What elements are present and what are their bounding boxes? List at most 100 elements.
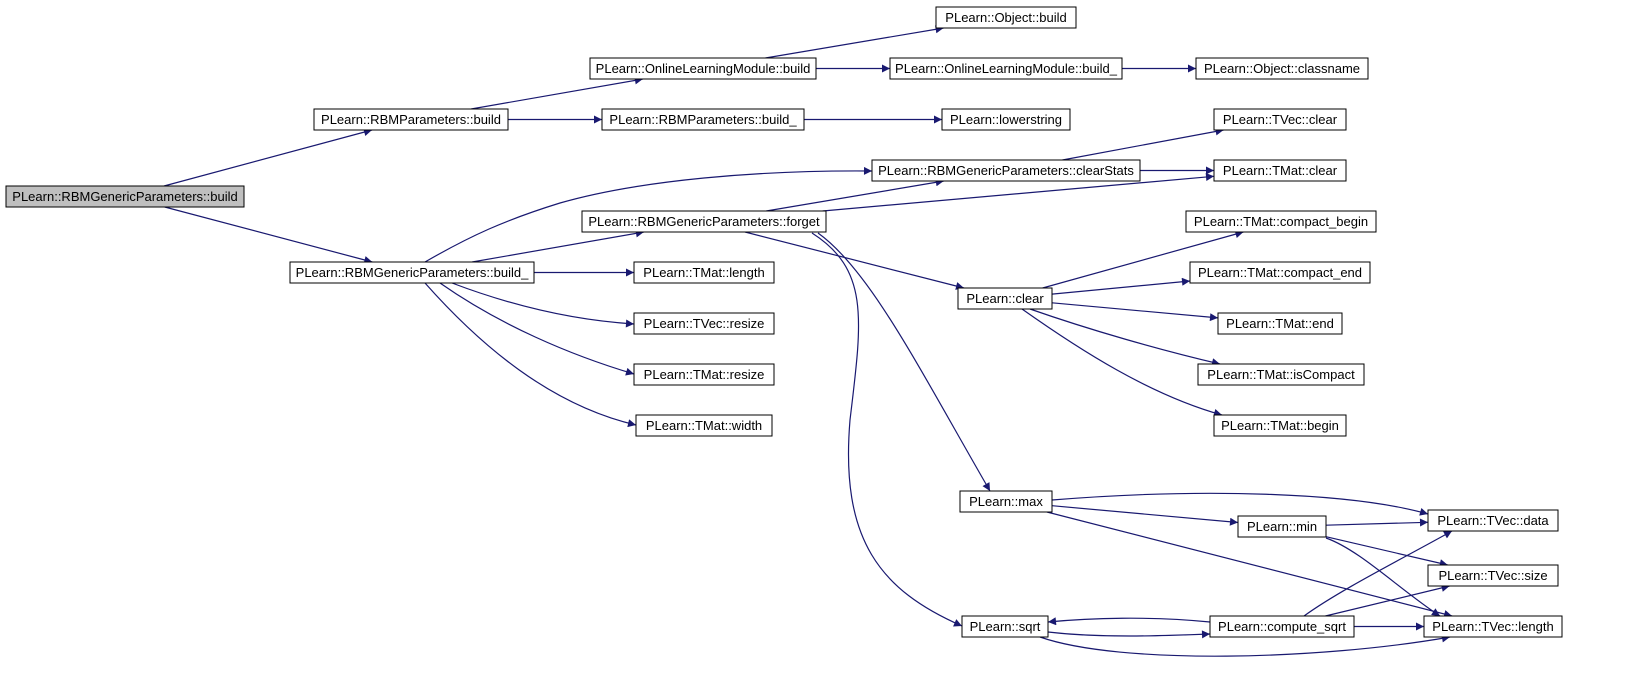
node-tmat-iscompact[interactable]: PLearn::TMat::isCompact — [1197, 363, 1365, 386]
node-root[interactable]: PLearn::RBMGenericParameters::build — [5, 185, 245, 208]
node-tmat-compact-end[interactable]: PLearn::TMat::compact_end — [1189, 261, 1371, 284]
edge-gbuild_-to-tmat_resize — [439, 282, 635, 376]
edge-gbuild_-to-clearstats — [424, 166, 873, 263]
nodes: PLearn::RBMGenericParameters::buildPLear… — [5, 6, 1563, 638]
node-tmat-clear[interactable]: PLearn::TMat::clear — [1213, 159, 1347, 182]
edge-psqrt-to-compute_sqrt — [1047, 630, 1211, 639]
node-box[interactable] — [633, 261, 775, 284]
node-tmat-length[interactable]: PLearn::TMat::length — [633, 261, 775, 284]
node-forget[interactable]: PLearn::RBMGenericParameters::forget — [581, 210, 827, 233]
node-box[interactable] — [961, 615, 1049, 638]
edge-psqrt-to-tvec_length — [1039, 634, 1451, 657]
node-box[interactable] — [633, 312, 775, 335]
node-label: PLearn::Object::build — [945, 10, 1066, 25]
node-tvec-resize[interactable]: PLearn::TVec::resize — [633, 312, 775, 335]
node-box[interactable] — [1197, 363, 1365, 386]
node-tmat-resize[interactable]: PLearn::TMat::resize — [633, 363, 775, 386]
node-box[interactable] — [1185, 210, 1377, 233]
node-olm-build[interactable]: PLearn::OnlineLearningModule::build — [589, 57, 817, 80]
node-box[interactable] — [1189, 261, 1371, 284]
node-box[interactable] — [1237, 515, 1327, 538]
node-box[interactable] — [1195, 57, 1369, 80]
node-label: PLearn::TMat::length — [643, 265, 764, 280]
node-label: PLearn::TMat::compact_end — [1198, 265, 1362, 280]
node-obj-classname[interactable]: PLearn::Object::classname — [1195, 57, 1369, 80]
node-olm-build-[interactable]: PLearn::OnlineLearningModule::build_ — [889, 57, 1123, 80]
edge-compute_sqrt-to-tvec_size — [1325, 583, 1450, 617]
node-box[interactable] — [313, 108, 509, 131]
edge-gbuild_-to-tmat_width — [424, 282, 637, 428]
edge-clearstats-to-tvec_clear — [1062, 127, 1224, 161]
edge-root-to-rbmp_build — [163, 128, 373, 187]
node-box[interactable] — [1427, 509, 1559, 532]
edge-pmin-to-tvec_data — [1325, 518, 1429, 527]
edge-olm_build-to-obj_build — [765, 25, 944, 59]
node-label: PLearn::RBMParameters::build — [321, 112, 501, 127]
node-box[interactable] — [889, 57, 1123, 80]
node-box[interactable] — [1217, 312, 1343, 335]
edge-pclear-to-tmat_begin — [1021, 308, 1223, 417]
node-pmax[interactable]: PLearn::max — [959, 490, 1053, 513]
node-box[interactable] — [935, 6, 1077, 29]
node-box[interactable] — [1423, 615, 1563, 638]
edge-gbuild_-to-tvec_resize — [451, 282, 635, 328]
node-box[interactable] — [589, 57, 817, 80]
node-box[interactable] — [1213, 159, 1347, 182]
node-label: PLearn::TVec::data — [1437, 513, 1549, 528]
node-label: PLearn::TMat::resize — [644, 367, 765, 382]
node-label: PLearn::TMat::width — [646, 418, 762, 433]
node-box[interactable] — [941, 108, 1071, 131]
node-pclear[interactable]: PLearn::clear — [957, 287, 1053, 310]
node-box[interactable] — [633, 363, 775, 386]
node-label: PLearn::compute_sqrt — [1218, 619, 1346, 634]
node-box[interactable] — [959, 490, 1053, 513]
node-label: PLearn::RBMGenericParameters::clearStats — [878, 163, 1134, 178]
node-tvec-size[interactable]: PLearn::TVec::size — [1427, 564, 1559, 587]
edge-pclear-to-tmat_iscompact — [1029, 308, 1221, 367]
node-label: PLearn::OnlineLearningModule::build_ — [895, 61, 1118, 76]
edge-pmin-to-tvec_length — [1325, 537, 1441, 617]
node-label: PLearn::RBMGenericParameters::build_ — [296, 265, 529, 280]
node-pmin[interactable]: PLearn::min — [1237, 515, 1327, 538]
node-rbmp-build[interactable]: PLearn::RBMParameters::build — [313, 108, 509, 131]
node-rbmp-build-[interactable]: PLearn::RBMParameters::build_ — [601, 108, 805, 131]
node-tmat-begin[interactable]: PLearn::TMat::begin — [1213, 414, 1347, 437]
node-box[interactable] — [289, 261, 535, 284]
node-box[interactable] — [1213, 108, 1347, 131]
node-box[interactable] — [1213, 414, 1347, 437]
node-box[interactable] — [871, 159, 1141, 182]
edge-pclear-to-tmat_compact_begin — [1042, 230, 1244, 289]
edge-forget-to-clearstats — [766, 178, 944, 212]
edge-pclear-to-tmat_end — [1051, 302, 1219, 322]
edge-forget-to-tmat_clear — [822, 173, 1215, 212]
node-box[interactable] — [601, 108, 805, 131]
node-label: PLearn::sqrt — [970, 619, 1041, 634]
node-tvec-clear[interactable]: PLearn::TVec::clear — [1213, 108, 1347, 131]
node-box[interactable] — [1209, 615, 1355, 638]
node-tmat-end[interactable]: PLearn::TMat::end — [1217, 312, 1343, 335]
node-label: PLearn::TMat::begin — [1221, 418, 1339, 433]
node-gbuild-[interactable]: PLearn::RBMGenericParameters::build_ — [289, 261, 535, 284]
node-box[interactable] — [5, 185, 245, 208]
node-compute-sqrt[interactable]: PLearn::compute_sqrt — [1209, 615, 1355, 638]
node-label: PLearn::TMat::compact_begin — [1194, 214, 1368, 229]
node-label: PLearn::min — [1247, 519, 1317, 534]
node-label: PLearn::Object::classname — [1204, 61, 1360, 76]
node-box[interactable] — [957, 287, 1053, 310]
node-tmat-compact-begin[interactable]: PLearn::TMat::compact_begin — [1185, 210, 1377, 233]
edge-pclear-to-tmat_compact_end — [1051, 277, 1191, 295]
edge-pmax-to-tvec_length — [1046, 511, 1453, 618]
node-clearstats[interactable]: PLearn::RBMGenericParameters::clearStats — [871, 159, 1141, 182]
node-tvec-data[interactable]: PLearn::TVec::data — [1427, 509, 1559, 532]
node-tmat-width[interactable]: PLearn::TMat::width — [635, 414, 773, 437]
node-lowerstring[interactable]: PLearn::lowerstring — [941, 108, 1071, 131]
node-tvec-length[interactable]: PLearn::TVec::length — [1423, 615, 1563, 638]
node-box[interactable] — [635, 414, 773, 437]
node-label: PLearn::TMat::clear — [1223, 163, 1338, 178]
node-psqrt[interactable]: PLearn::sqrt — [961, 615, 1049, 638]
node-label: PLearn::RBMParameters::build_ — [609, 112, 797, 127]
node-box[interactable] — [581, 210, 827, 233]
node-obj-build[interactable]: PLearn::Object::build — [935, 6, 1077, 29]
node-box[interactable] — [1427, 564, 1559, 587]
